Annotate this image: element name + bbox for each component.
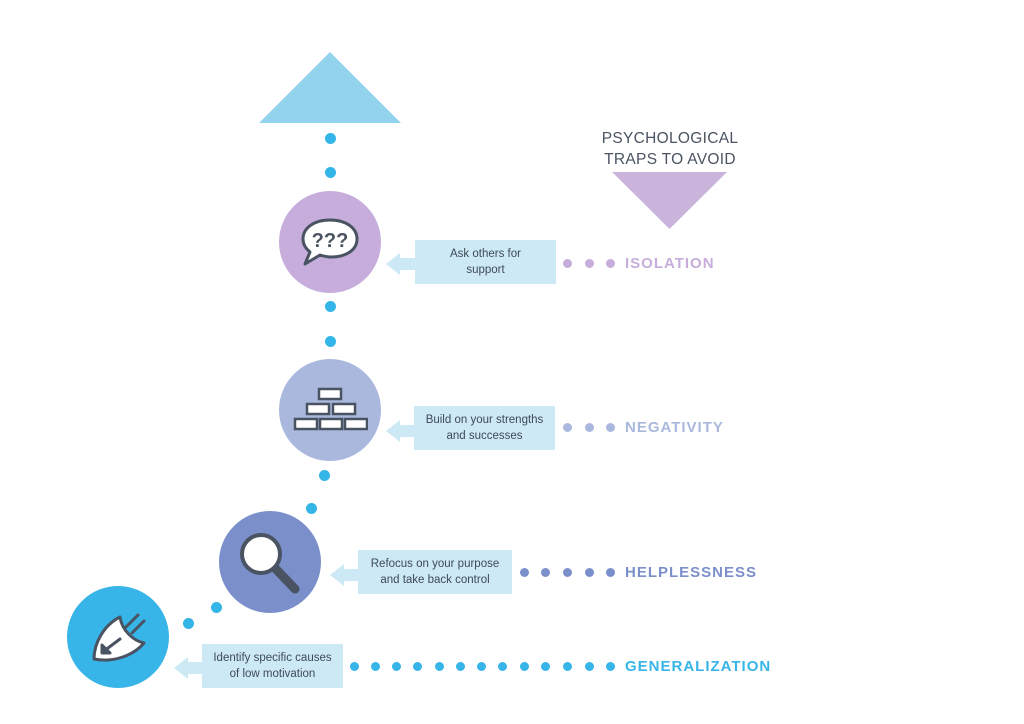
- traps-heading-line2: TRAPS TO AVOID: [604, 151, 736, 168]
- isolation-tip-box: Ask others for support: [415, 240, 556, 284]
- magnifying-glass-icon: [240, 533, 300, 594]
- negativity-dot: [585, 423, 594, 432]
- generalization-dot: [435, 662, 444, 671]
- isolation-tip-line1: Ask others for: [450, 248, 521, 260]
- traps-heading-line1: PSYCHOLOGICAL: [601, 130, 739, 147]
- generalization-pointer: [174, 657, 204, 679]
- generalization-dot: [477, 662, 486, 671]
- isolation-dot: [585, 259, 594, 268]
- generalization-tip-box: Identify specific causes of low motivati…: [202, 644, 343, 688]
- generalization-tip-line1: Identify specific causes: [213, 652, 332, 664]
- helplessness-trap-label: HELPLESSNESS: [625, 564, 758, 581]
- goal-up-arrow: [259, 52, 401, 123]
- generalization-dot: [498, 662, 507, 671]
- negativity-circle: [279, 359, 381, 461]
- isolation-trap-label: ISOLATION: [625, 255, 715, 272]
- brick-wall-icon: [293, 387, 368, 431]
- negativity-tip-box: Build on your strengths and successes: [414, 406, 555, 450]
- negativity-dot: [563, 423, 572, 432]
- traps-heading: PSYCHOLOGICAL TRAPS TO AVOID: [570, 128, 770, 170]
- svg-text:???: ???: [312, 230, 349, 252]
- helplessness-dot: [606, 568, 615, 577]
- unplugged-plug-icon: [92, 613, 146, 662]
- generalization-trap-label: GENERALIZATION: [625, 658, 772, 675]
- helplessness-tip-line1: Refocus on your purpose: [370, 558, 500, 570]
- generalization-dot: [350, 662, 359, 671]
- negativity-tip-line1: Build on your strengths: [425, 414, 544, 426]
- helplessness-tip-box: Refocus on your purpose and take back co…: [358, 550, 512, 594]
- isolation-circle: ???: [279, 191, 381, 293]
- path-dot: [325, 336, 336, 347]
- helplessness-dot: [520, 568, 529, 577]
- traps-down-arrow: [612, 172, 727, 229]
- generalization-dot: [413, 662, 422, 671]
- helplessness-dot: [541, 568, 550, 577]
- isolation-dot: [563, 259, 572, 268]
- path-dot: [325, 301, 336, 312]
- path-dot: [325, 167, 336, 178]
- generalization-circle: [67, 586, 169, 688]
- negativity-dot: [606, 423, 615, 432]
- generalization-dot: [456, 662, 465, 671]
- isolation-pointer: [386, 253, 416, 275]
- path-dot: [325, 133, 336, 144]
- helplessness-pointer: [330, 564, 360, 586]
- generalization-tip-line2: of low motivation: [229, 668, 316, 680]
- negativity-pointer: [386, 420, 416, 442]
- path-dot: [319, 470, 330, 481]
- path-dot: [306, 503, 317, 514]
- negativity-trap-label: NEGATIVITY: [625, 419, 724, 436]
- path-dot: [183, 618, 194, 629]
- path-dot: [211, 602, 222, 613]
- helplessness-tip-line2: and take back control: [380, 574, 490, 586]
- generalization-dot: [606, 662, 615, 671]
- helplessness-circle: [219, 511, 321, 613]
- isolation-dot: [606, 259, 615, 268]
- negativity-tip-line2: and successes: [446, 430, 523, 442]
- generalization-dot: [541, 662, 550, 671]
- generalization-dot: [371, 662, 380, 671]
- generalization-dot: [520, 662, 529, 671]
- generalization-dot: [563, 662, 572, 671]
- generalization-dot: [392, 662, 401, 671]
- generalization-dot: [585, 662, 594, 671]
- helplessness-dot: [585, 568, 594, 577]
- isolation-tip-line2: support: [466, 264, 505, 276]
- helplessness-dot: [563, 568, 572, 577]
- speech-bubble-question-icon: ???: [301, 218, 359, 266]
